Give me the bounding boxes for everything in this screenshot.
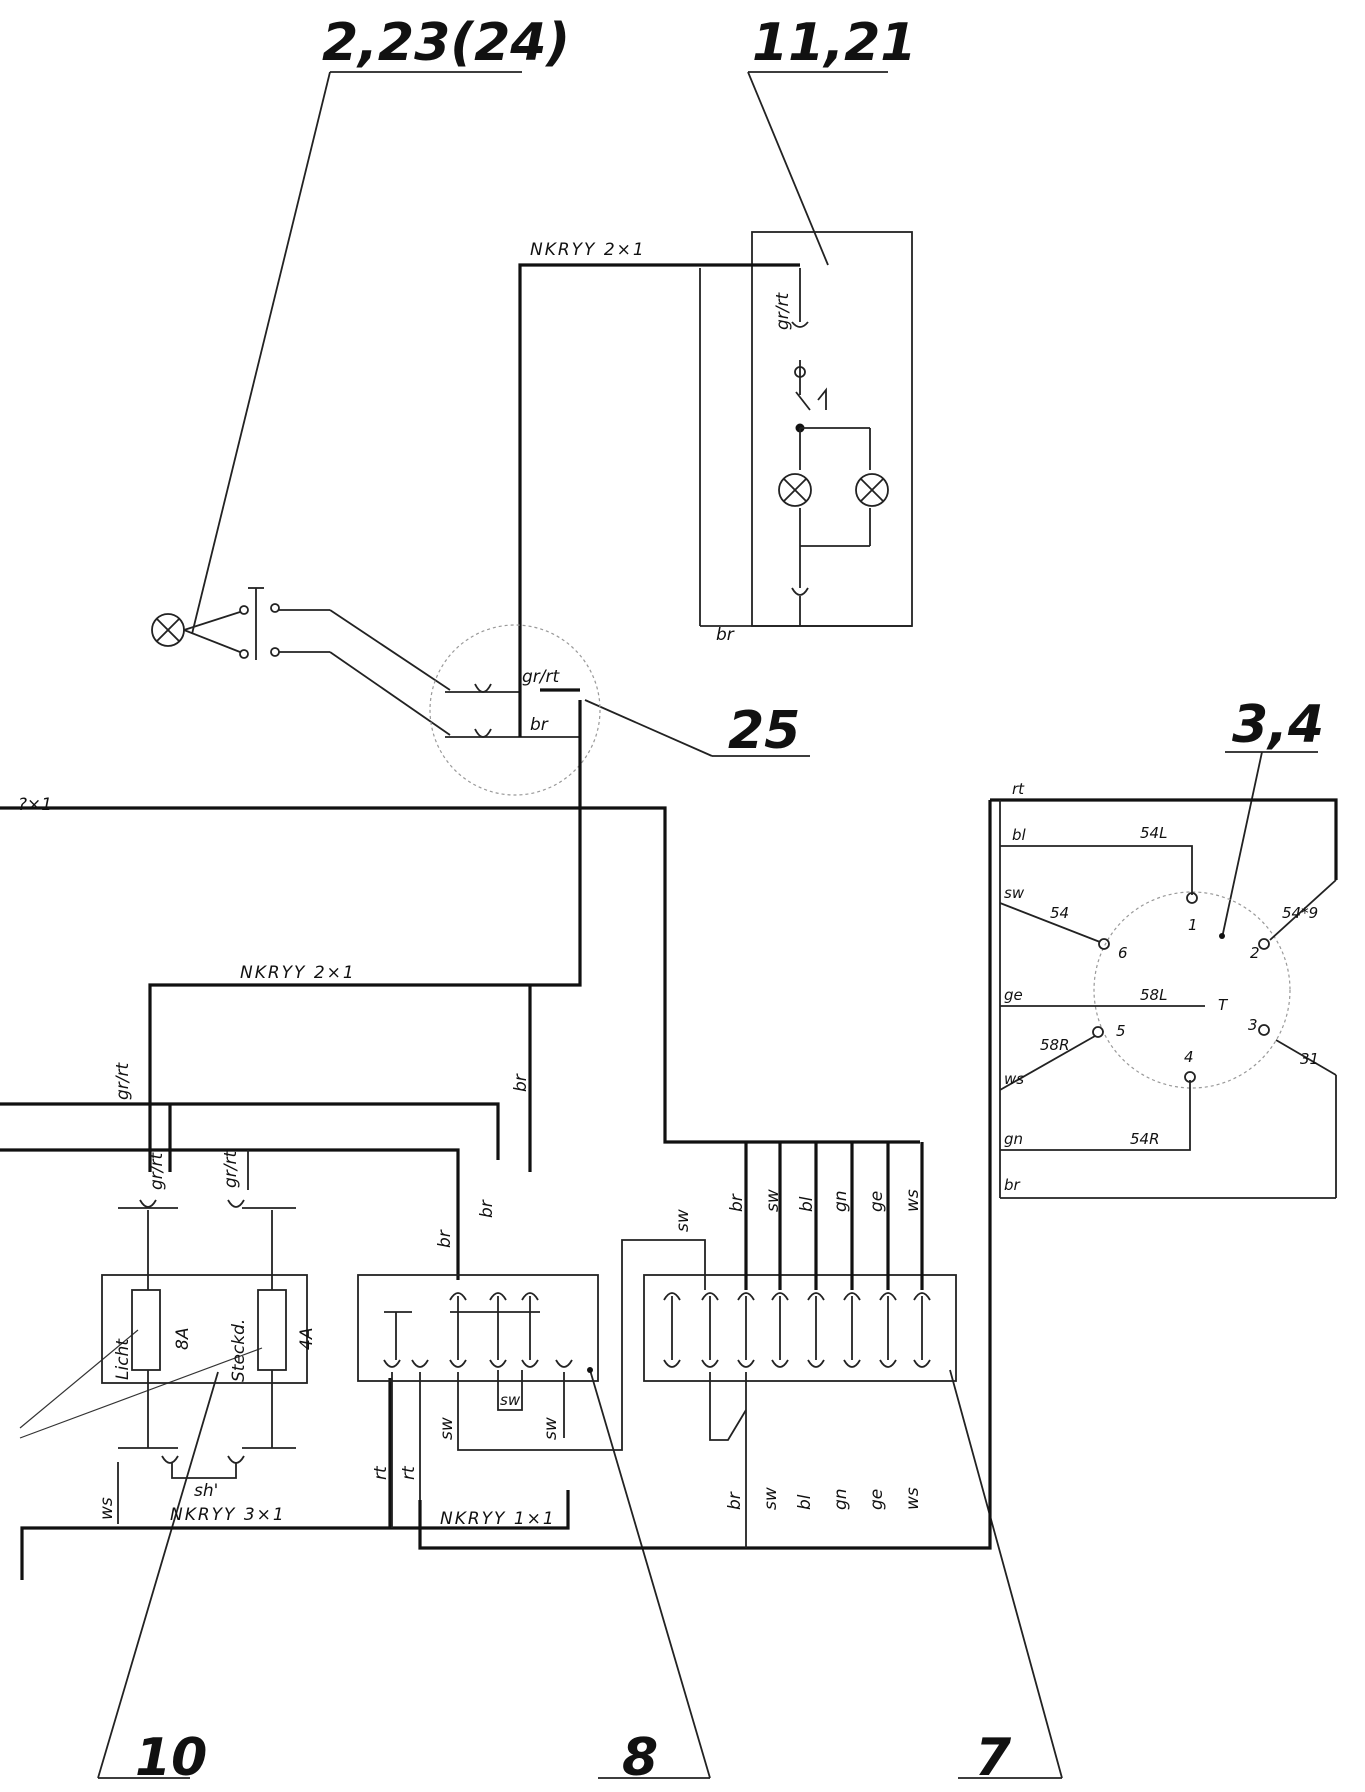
cable-label-bottom-mid: NKRYY 1×1	[440, 1509, 556, 1529]
block7-terminal	[879, 1292, 897, 1368]
lamp-switch-assembly	[151, 587, 451, 736]
block7-top-wire-1: br	[727, 1193, 747, 1212]
block7-top-wire-6: ws	[903, 1189, 923, 1212]
ref-label-8: 8	[622, 1728, 658, 1788]
switch-label: ge	[1004, 986, 1023, 1004]
block7-bottom-wire-0: br	[725, 1491, 745, 1510]
block7-top-wire-3: bl	[797, 1196, 817, 1212]
callout-ref-2-23: 2,23(24)	[191, 13, 570, 635]
fuse1-rating: 8A	[173, 1328, 193, 1350]
block7-terminal	[771, 1292, 789, 1368]
ref-label-25: 25	[728, 701, 800, 761]
switch-label: 54	[1050, 904, 1069, 922]
switch-label: 1	[1188, 916, 1198, 934]
switch-label: ws	[1004, 1070, 1024, 1088]
connector-25: gr/rt br	[429, 624, 601, 796]
fuse-wire-grrt-c: gr/rt	[221, 1150, 241, 1188]
fuse-box: gr/rt gr/rt gr/rt Licht 8A Steckd. 4A sh…	[97, 1062, 317, 1524]
callout-ref-25: 25	[584, 699, 810, 761]
ref-label-3-4: 3,4	[1232, 695, 1324, 755]
rotary-switch-3-4: rt bl sw ge ws gn br 54L 54 58L 58R 54R 54*9 31 1 2 3 4 5 6…	[990, 780, 1338, 1199]
ref-label-7: 7	[975, 1728, 1012, 1788]
terminal-block-8: br br br sw rt rt sw sw	[357, 1073, 706, 1528]
switch-label: rt	[1012, 780, 1025, 798]
switch-label: bl	[1012, 826, 1027, 844]
fuse2-label: Steckd.	[229, 1319, 249, 1382]
switch-label: 31	[1300, 1050, 1319, 1068]
switch-label: T	[1218, 996, 1229, 1014]
block8-top-wire-1: br	[435, 1229, 455, 1248]
switch-label: 54*9	[1282, 904, 1318, 922]
callout-ref-7: 7	[949, 1369, 1063, 1788]
switch-label: sw	[1004, 884, 1025, 902]
indicator-lamp-2	[855, 473, 889, 507]
connector-wire-br: br	[530, 715, 549, 735]
block7-terminal	[913, 1292, 931, 1368]
block8-sw-bridge: sw	[500, 1391, 521, 1409]
switch-label: 5	[1116, 1022, 1126, 1040]
ref-label-11-21: 11,21	[752, 13, 916, 73]
switch-label: gn	[1004, 1130, 1023, 1148]
block7-terminal	[701, 1292, 719, 1368]
switch-label: 6	[1118, 944, 1128, 962]
callout-ref-8: 8	[589, 1369, 711, 1788]
lamp-panel: br gr/rt	[699, 231, 913, 645]
switch-label: br	[1004, 1176, 1021, 1194]
block7-top-wire-0: sw	[673, 1209, 693, 1232]
cable-label-bottom-left: NKRYY 3×1	[170, 1505, 286, 1525]
switch-label: 4	[1184, 1048, 1194, 1066]
terminal-block-7: sw br sw bl gn ge ws br sw bl gn ge ws	[643, 1142, 957, 1548]
block7-top-wire-4: gn	[831, 1190, 851, 1212]
connector-wire-grrt: gr/rt	[522, 667, 560, 687]
block8-bottom-wire-sw2: sw	[541, 1417, 561, 1440]
callout-ref-11-21: 11,21	[747, 13, 916, 266]
block7-bottom-wire-1: sw	[761, 1487, 781, 1510]
switch-label: 58L	[1140, 986, 1167, 1004]
cable-label-middle: NKRYY 2×1	[240, 963, 356, 983]
lamp-wire-grrt: gr/rt	[773, 292, 793, 330]
fuse-wire-ws: ws	[97, 1497, 117, 1520]
switch-label: 2	[1250, 944, 1260, 962]
block7-terminal	[663, 1292, 681, 1368]
block8-top-wire-2: br	[477, 1199, 497, 1218]
fuse-wire-sh: sh'	[194, 1481, 218, 1501]
block8-top-wire-3: br	[511, 1073, 531, 1092]
block8-bottom-wire-rt2: rt	[399, 1465, 419, 1480]
switch-label: 54R	[1130, 1130, 1160, 1148]
fuse-8a	[131, 1289, 161, 1371]
block7-top-wire-5: ge	[867, 1191, 887, 1212]
switch-label: 54L	[1140, 824, 1167, 842]
block7-terminal	[807, 1292, 825, 1368]
block8-bottom-wire-sw1: sw	[437, 1417, 457, 1440]
block7-terminal	[843, 1292, 861, 1368]
block7-bottom-wire-5: ws	[903, 1487, 923, 1510]
block7-terminal	[737, 1292, 755, 1368]
cable-label-top: NKRYY 2×1	[530, 240, 646, 260]
block7-bottom-wire-2: bl	[795, 1494, 815, 1510]
fuse-wire-grrt-b: gr/rt	[147, 1152, 167, 1190]
block7-top-wire-2: sw	[763, 1189, 783, 1212]
block8-bottom-wire-rt1: rt	[371, 1465, 391, 1480]
ref-label-2-23: 2,23(24)	[322, 13, 570, 73]
switch-label: 58R	[1040, 1036, 1070, 1054]
cable-label-left-cut: ?×1	[18, 795, 52, 815]
block7-bottom-wire-3: gn	[831, 1488, 851, 1510]
fuse1-label: Licht	[113, 1338, 133, 1380]
fuse-wire-grrt-a: gr/rt	[113, 1062, 133, 1100]
block7-bottom-wire-4: ge	[867, 1489, 887, 1510]
callout-ref-3-4: 3,4	[1221, 695, 1324, 939]
fuse2-rating: 4A	[297, 1328, 317, 1350]
ref-label-10: 10	[135, 1728, 207, 1788]
switch-label: 3	[1248, 1016, 1258, 1034]
lamp-wire-br: br	[716, 625, 735, 645]
fuse-4a	[257, 1289, 287, 1371]
indicator-lamp-1	[778, 473, 812, 507]
callout-ref-10: 10	[97, 1371, 219, 1788]
